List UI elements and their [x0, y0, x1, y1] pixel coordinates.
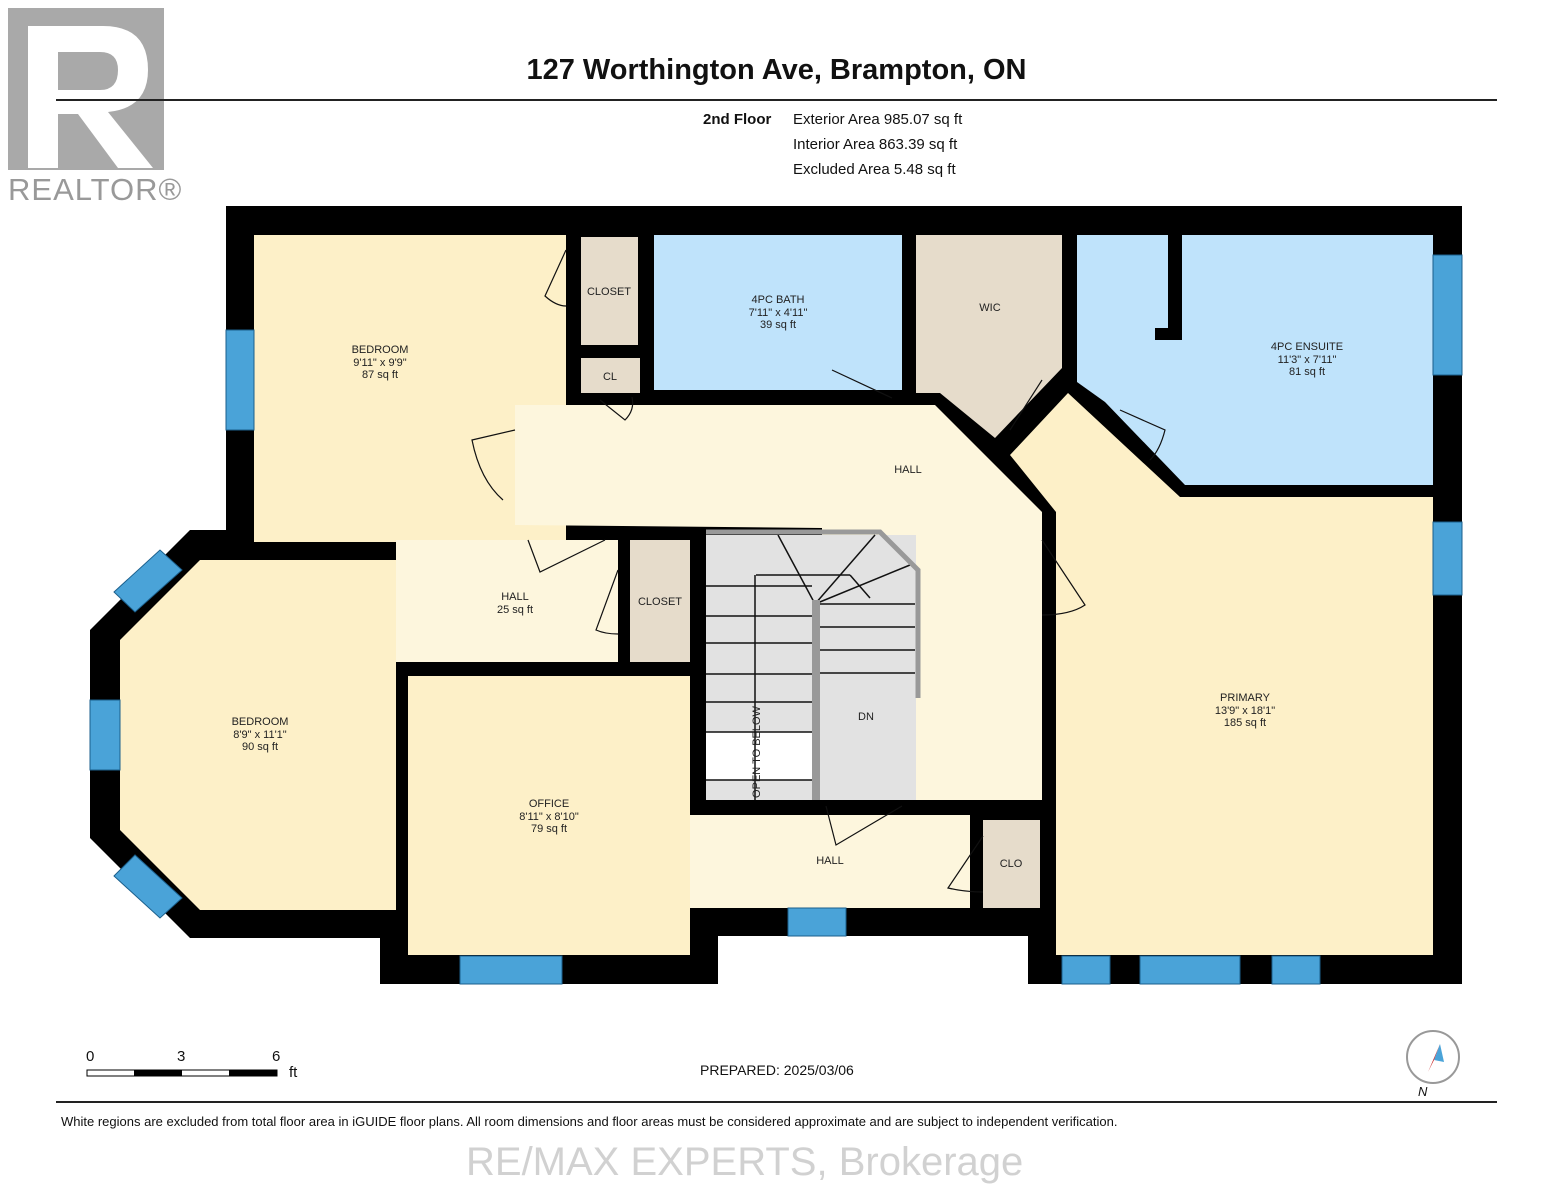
room-dims: 11'3" x 7'11": [1277, 353, 1337, 366]
room-label-closet1: CLOSET: [586, 286, 632, 298]
prepared-date: PREPARED: 2025/03/06: [700, 1062, 854, 1078]
room-office: [408, 676, 690, 955]
room-bath: [654, 235, 902, 390]
brokerage-watermark: RE/MAX EXPERTS, Brokerage: [466, 1140, 1024, 1184]
scale-bar: [86, 1069, 278, 1077]
room-clo: [983, 820, 1040, 908]
room-label-office: OFFICE 8'11" x 8'10" 79 sq ft: [519, 798, 579, 836]
room-ensuite: [1077, 235, 1433, 485]
scale-tick-6: 6: [272, 1048, 281, 1065]
room-label-hall-lower: HALL: [816, 855, 844, 867]
room-name: OFFICE: [528, 798, 570, 810]
room-name: PRIMARY: [1220, 692, 1270, 704]
room-area: 79 sq ft: [530, 823, 568, 835]
realtor-logo: [8, 8, 164, 170]
room-hall-small: [396, 540, 618, 662]
realtor-wordmark: REALTOR®: [8, 172, 183, 207]
compass-icon: [1406, 1030, 1460, 1084]
room-name: HALL: [501, 591, 529, 603]
room-label-clo: CLO: [999, 858, 1023, 870]
room-cl: [581, 358, 640, 393]
scale-tick-3: 3: [177, 1048, 186, 1065]
room-wic: [916, 235, 1062, 438]
scale-unit: ft: [289, 1064, 298, 1081]
room-label-hall-small: HALL 25 sq ft: [497, 591, 533, 616]
interior-area: Interior Area 863.39 sq ft: [793, 136, 958, 153]
floor-label: 2nd Floor: [703, 111, 772, 128]
page-title: 127 Worthington Ave, Brampton, ON: [526, 54, 1027, 86]
room-closet1: [581, 237, 638, 345]
room-closet2: [630, 540, 690, 662]
room-dims: 7'11" x 4'11": [748, 306, 808, 319]
room-label-cl: CL: [602, 371, 618, 383]
room-dims: 13'9" x 18'1": [1214, 704, 1276, 717]
room-area: 81 sq ft: [1288, 366, 1326, 378]
room-name: BEDROOM: [351, 344, 409, 356]
excluded-area: Excluded Area 5.48 sq ft: [793, 161, 956, 178]
stair-treads: [706, 534, 915, 800]
room-label-bedroom2: BEDROOM 8'9" x 11'1" 90 sq ft: [232, 716, 289, 754]
disclaimer: White regions are excluded from total fl…: [61, 1114, 1118, 1129]
windows: [89, 254, 1463, 985]
room-hall-lower: [690, 815, 970, 908]
room-area: 185 sq ft: [1223, 717, 1267, 729]
header-divider: [56, 99, 1497, 101]
room-area: 90 sq ft: [241, 741, 279, 753]
exterior-area: Exterior Area 985.07 sq ft: [793, 111, 963, 128]
room-name: 4PC BATH: [751, 294, 805, 306]
footer-divider: [56, 1101, 1497, 1103]
room-area: 25 sq ft: [496, 603, 534, 616]
room-area: 39 sq ft: [759, 319, 797, 331]
compass-north-label: N: [1418, 1084, 1428, 1099]
room-label-primary: PRIMARY 13'9" x 18'1" 185 sq ft: [1215, 692, 1275, 730]
room-bedroom2: [120, 560, 396, 910]
room-label-bath: 4PC BATH 7'11" x 4'11" 39 sq ft: [749, 294, 808, 332]
room-dims: 8'9" x 11'1": [233, 728, 287, 741]
stair-rail: [812, 600, 820, 800]
room-name: 4PC ENSUITE: [1270, 341, 1344, 353]
realtor-r-icon: [8, 8, 164, 170]
room-area: 87 sq ft: [361, 369, 399, 381]
room-name: BEDROOM: [231, 716, 289, 728]
room-label-wic: WIC: [979, 302, 1001, 314]
room-label-bedroom1: BEDROOM 9'11" x 9'9" 87 sq ft: [352, 344, 409, 382]
stairs-open-area: [706, 732, 812, 780]
stairs-down-label: DN: [858, 711, 874, 723]
room-label-closet2: CLOSET: [637, 596, 683, 608]
room-dims: 8'11" x 8'10": [519, 810, 579, 823]
room-dims: 9'11" x 9'9": [353, 356, 407, 369]
room-bedroom1: [254, 235, 566, 542]
room-label-ensuite: 4PC ENSUITE 11'3" x 7'11" 81 sq ft: [1271, 341, 1343, 379]
room-label-hall-upper: HALL: [894, 464, 922, 476]
scale-tick-0: 0: [86, 1048, 95, 1065]
stair-railing: [706, 529, 921, 698]
room-primary: [1010, 393, 1433, 955]
stairs-open-to-below: OPEN TO BELOW: [750, 706, 763, 798]
doors: [471, 249, 1166, 893]
